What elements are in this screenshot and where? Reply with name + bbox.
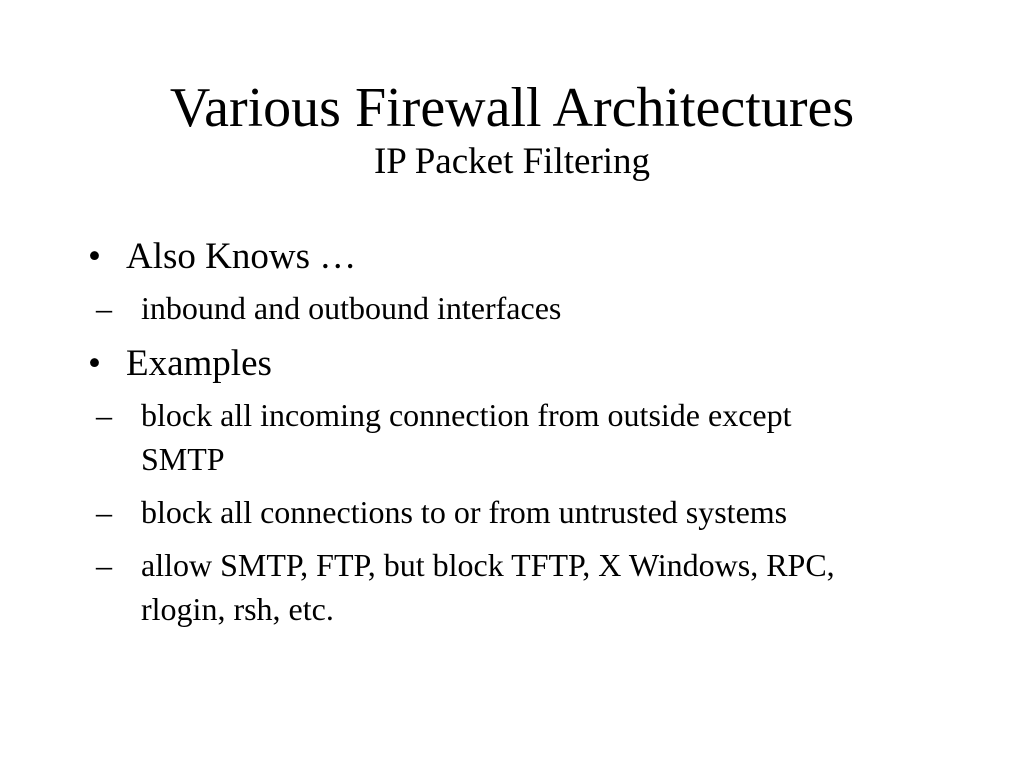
- sub-list: – inbound and outbound interfaces: [88, 286, 968, 330]
- bullet-item-examples: • Examples: [88, 339, 968, 389]
- bullet-text: Examples: [126, 343, 272, 384]
- bullet-item-also-knows: • Also Knows …: [88, 232, 968, 282]
- sub-list-examples: – block all incoming connection from out…: [88, 393, 968, 631]
- dash-marker: –: [96, 494, 112, 530]
- bullet-list: • Also Knows … – inbound and outbound in…: [88, 232, 968, 640]
- sub-item-text: allow SMTP, FTP, but block TFTP, X Windo…: [141, 547, 835, 627]
- dash-marker: –: [96, 290, 112, 326]
- sub-item-text: block all connections to or from untrust…: [141, 494, 788, 530]
- bullet-marker: •: [88, 236, 101, 277]
- sub-item-text: inbound and outbound interfaces: [141, 290, 562, 326]
- sub-list-also-knows: – inbound and outbound interfaces: [88, 286, 968, 330]
- bullet-text: Also Knows …: [126, 236, 357, 277]
- sub-list: – block all incoming connection from out…: [88, 393, 968, 631]
- bullet-marker: •: [88, 343, 101, 384]
- sub-item: – allow SMTP, FTP, but block TFTP, X Win…: [96, 543, 841, 631]
- sub-item: – inbound and outbound interfaces: [96, 286, 841, 330]
- slide-title: Various Firewall Architectures: [169, 77, 855, 139]
- title-block: Various Firewall Architectures IP Packet…: [0, 76, 1024, 184]
- sub-item: – block all connections to or from untru…: [96, 490, 841, 534]
- sub-item: – block all incoming connection from out…: [96, 393, 841, 481]
- sub-item-text: block all incoming connection from outsi…: [141, 397, 792, 477]
- slide-subtitle: IP Packet Filtering: [373, 141, 651, 182]
- dash-marker: –: [96, 397, 112, 433]
- dash-marker: –: [96, 547, 112, 583]
